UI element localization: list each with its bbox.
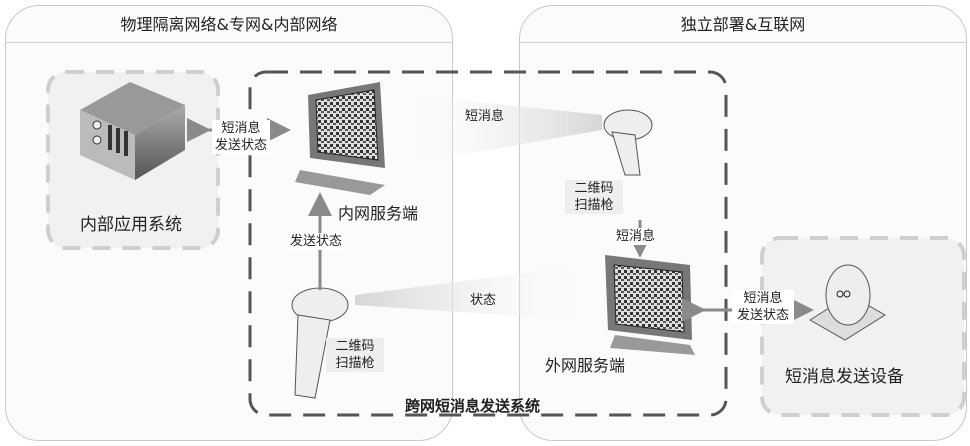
- sms-device-label: 短消息发送设备: [785, 367, 904, 387]
- scanner-bottom-label-line1: 二维码: [335, 339, 375, 354]
- scanner-to-outer-label: 短消息: [616, 228, 656, 245]
- outer-server-label: 外网服务端: [545, 356, 626, 375]
- zone-internet-title: 独立部署&互联网: [520, 6, 966, 43]
- edge-label-line1: 短消息: [221, 121, 261, 136]
- inner-to-scanner-label: 短消息: [465, 109, 505, 124]
- app-inner-edge-label: 短消息 发送状态: [212, 120, 270, 154]
- scanner-to-inner-label: 发送状态: [290, 233, 343, 250]
- status-beam: [355, 262, 610, 322]
- scanner-top-label-line2: 扫描枪: [574, 198, 614, 213]
- inner-server-label: 内网服务端: [338, 204, 419, 223]
- inner-monitor-icon: [295, 82, 385, 195]
- cross-network-system-box: [248, 70, 728, 417]
- system-label: 跨网短消息发送系统: [405, 397, 541, 415]
- scanner-bottom-label-line2: 扫描枪: [335, 356, 375, 371]
- outer-to-scanner-label: 状态: [470, 293, 497, 308]
- scanner-bottom-label: 二维码 扫描枪: [326, 338, 384, 372]
- sms-beam: [385, 92, 602, 168]
- internal-app-label: 内部应用系统: [80, 215, 182, 235]
- server-icon: [80, 82, 185, 180]
- outer-device-edge-label: 短消息 发送状态: [732, 290, 794, 324]
- scanner-bottom-icon: [291, 287, 349, 399]
- scanner-top-label: 二维码 扫描枪: [565, 180, 623, 214]
- scanner-top-label-line1: 二维码: [574, 181, 614, 196]
- outer-monitor-icon: [605, 255, 695, 355]
- edge-label-line2: 发送状态: [214, 138, 267, 153]
- edge-label-line1: 短消息: [743, 291, 783, 306]
- edge-label-line2: 发送状态: [736, 308, 789, 323]
- zone-internal-title: 物理隔离网络&专网&内部网络: [6, 6, 452, 43]
- sms-device-icon: [809, 264, 886, 341]
- scanner-top-icon: [603, 109, 653, 176]
